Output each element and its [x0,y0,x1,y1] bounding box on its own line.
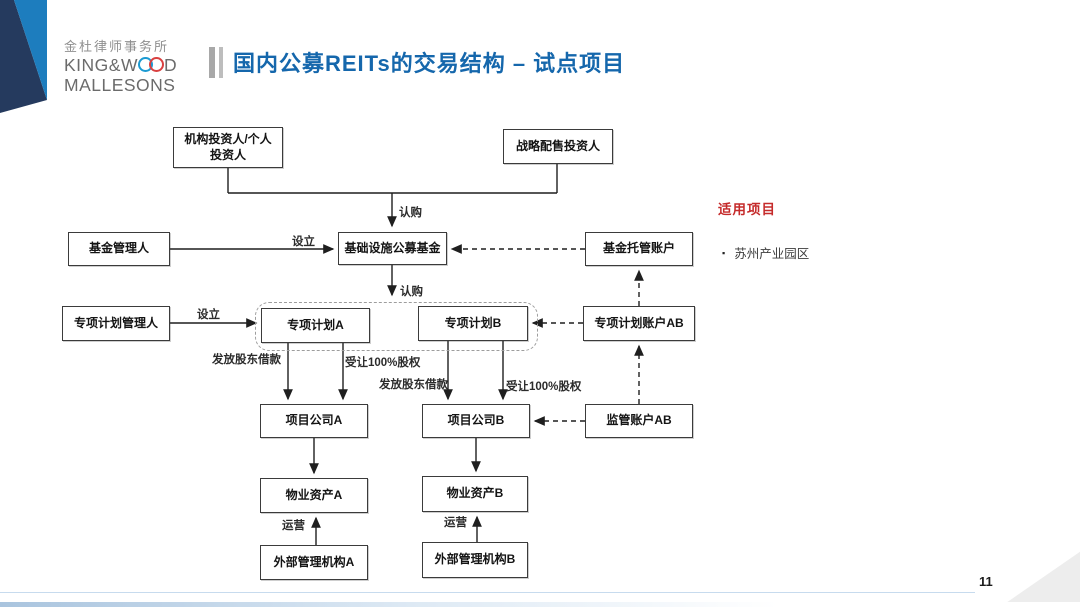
bullet-icon: ▪ [722,247,726,258]
title-bar-icon [209,46,215,78]
node-fund-manager: 基金管理人 [68,232,170,266]
applicable-project-label: 苏州产业园区 [734,247,810,261]
applicable-projects-heading: 适用项目 [718,202,776,217]
title-bar-icon [219,46,223,78]
edge-label-equity-b: 受让100%股权 [506,381,582,393]
firm-logo: 金杜律师事务所 KING&W D MALLESONS [64,40,177,94]
page-number: 11 [979,574,993,589]
edge-label-loan-b: 发放股东借款 [379,379,448,391]
edge-label-operate-b: 运营 [444,517,467,529]
node-property-asset-b: 物业资产B [422,476,528,512]
edge-label-establish-plan: 设立 [197,309,220,321]
footer-divider [0,592,975,594]
node-plan-b: 专项计划B [418,306,528,341]
node-project-company-a: 项目公司A [260,404,368,438]
node-property-asset-a: 物业资产A [260,478,368,513]
edge-label-loan-a: 发放股东借款 [212,354,281,366]
footer-gradient-bar [0,602,1080,607]
applicable-project-item: ▪ 苏州产业园区 [722,243,809,262]
node-project-company-b: 项目公司B [422,404,530,438]
title-block: 国内公募REITs的交易结构 – 试点项目 [209,46,625,78]
node-infrastructure-fund: 基础设施公募基金 [338,232,447,265]
firm-logo-line1: KING&W D [64,55,178,75]
edge-label-equity-a: 受让100%股权 [345,357,421,369]
edge-label-subscribe-top: 认购 [399,207,422,219]
firm-logo-line1-pre: KING&W [64,55,138,75]
edge-label-operate-a: 运营 [282,520,305,532]
firm-logo-chinese: 金杜律师事务所 [64,39,170,54]
logo-ring-red-icon [148,57,164,72]
firm-logo-line2: MALLESONS [64,74,176,95]
corner-wedge-shape [1000,551,1080,607]
edge-label-subscribe-mid: 认购 [400,286,423,298]
node-plan-a: 专项计划A [261,308,370,343]
edge-label-establish-fund: 设立 [292,236,315,248]
node-plan-account-ab: 专项计划账户AB [583,306,695,341]
node-institutional-investors: 机构投资人/个人 投资人 [173,127,283,168]
node-strategic-investors: 战略配售投资人 [503,129,613,164]
plan-group-outline [255,302,538,351]
page-title: 国内公募REITs的交易结构 – 试点项目 [233,51,626,76]
corner-accent-shape [0,0,47,113]
node-external-manager-b: 外部管理机构B [422,542,528,578]
node-supervision-account-ab: 监管账户AB [585,404,693,438]
node-external-manager-a: 外部管理机构A [260,545,368,580]
firm-logo-line1-post: D [163,55,178,75]
node-plan-manager: 专项计划管理人 [62,306,170,341]
node-fund-custody-account: 基金托管账户 [585,232,693,266]
